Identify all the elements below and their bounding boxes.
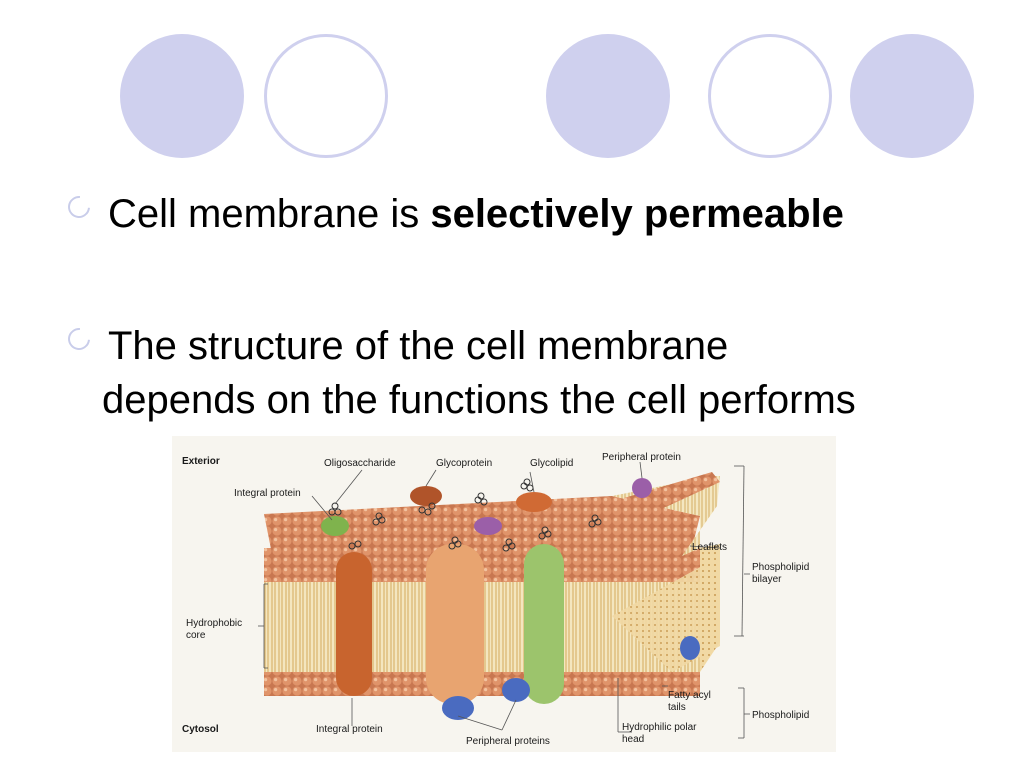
peripheral-protein-right: [680, 636, 700, 660]
peripheral-protein-bottom-1: [442, 696, 474, 720]
integral-protein-top-green: [321, 516, 349, 536]
integral-protein-brown: [336, 552, 372, 696]
label-integral-protein-bottom: Integral protein: [316, 724, 383, 735]
oligosaccharide-chains: [328, 478, 602, 552]
decor-circle-4: [708, 34, 832, 158]
glycoprotein-blob: [410, 486, 442, 506]
label-phospholipid-bilayer-2: bilayer: [752, 574, 782, 585]
bullet-1-bold: selectively permeable: [430, 192, 844, 236]
label-oligosaccharide: Oligosaccharide: [324, 458, 396, 469]
bullet-2: The structure of the cell membrane: [108, 322, 728, 370]
label-phospholipid: Phospholipid: [752, 710, 809, 721]
purple-protein: [474, 517, 502, 535]
label-leaflets: Leaflets: [692, 542, 727, 553]
integral-protein-peach: [426, 544, 484, 704]
leader-lines: [258, 461, 750, 739]
cell-membrane-diagram: Exterior Cytosol Oligosaccharide Glycopr…: [172, 436, 836, 752]
decor-circle-1: [120, 34, 244, 158]
label-fatty-acyl-2: tails: [668, 702, 686, 713]
decor-circle-5: [850, 34, 974, 158]
label-hydrophobic-core-2: core: [186, 630, 206, 641]
label-exterior: Exterior: [182, 456, 220, 467]
peripheral-protein-top: [632, 478, 652, 498]
decor-circle-3: [546, 34, 670, 158]
label-hydrophilic-2: head: [622, 734, 644, 745]
label-integral-protein-top: Integral protein: [234, 488, 301, 499]
label-peripheral-protein: Peripheral protein: [602, 452, 681, 463]
label-phospholipid-bilayer-1: Phospholipid: [752, 562, 809, 573]
label-peripheral-proteins: Peripheral proteins: [466, 736, 550, 747]
peripheral-protein-bottom-2: [502, 678, 530, 702]
label-glycolipid: Glycolipid: [530, 458, 573, 469]
integral-protein-green: [524, 544, 564, 704]
label-hydrophilic-1: Hydrophilic polar: [622, 722, 697, 733]
bullet-2-line-1: The structure of the cell membrane: [108, 324, 729, 368]
bullet-2-line-2: depends on the functions the cell perfor…: [102, 378, 856, 422]
bullet-2-continued: depends on the functions the cell perfor…: [102, 376, 856, 424]
label-glycoprotein: Glycoprotein: [436, 458, 492, 469]
bullet-icon: [63, 323, 95, 355]
decor-circle-2: [264, 34, 388, 158]
bullet-icon: [63, 191, 95, 223]
bullet-1-text: Cell membrane is: [108, 192, 431, 236]
peeled-leaflet-heads: [624, 472, 720, 518]
bullet-1: Cell membrane is selectively permeable: [108, 190, 844, 238]
label-cytosol: Cytosol: [182, 724, 219, 735]
label-fatty-acyl-1: Fatty acyl: [668, 690, 711, 701]
membrane-illustration: Exterior Cytosol Oligosaccharide Glycopr…: [182, 452, 809, 747]
glycolipid-blob: [516, 492, 552, 512]
label-hydrophobic-core-1: Hydrophobic: [186, 618, 242, 629]
